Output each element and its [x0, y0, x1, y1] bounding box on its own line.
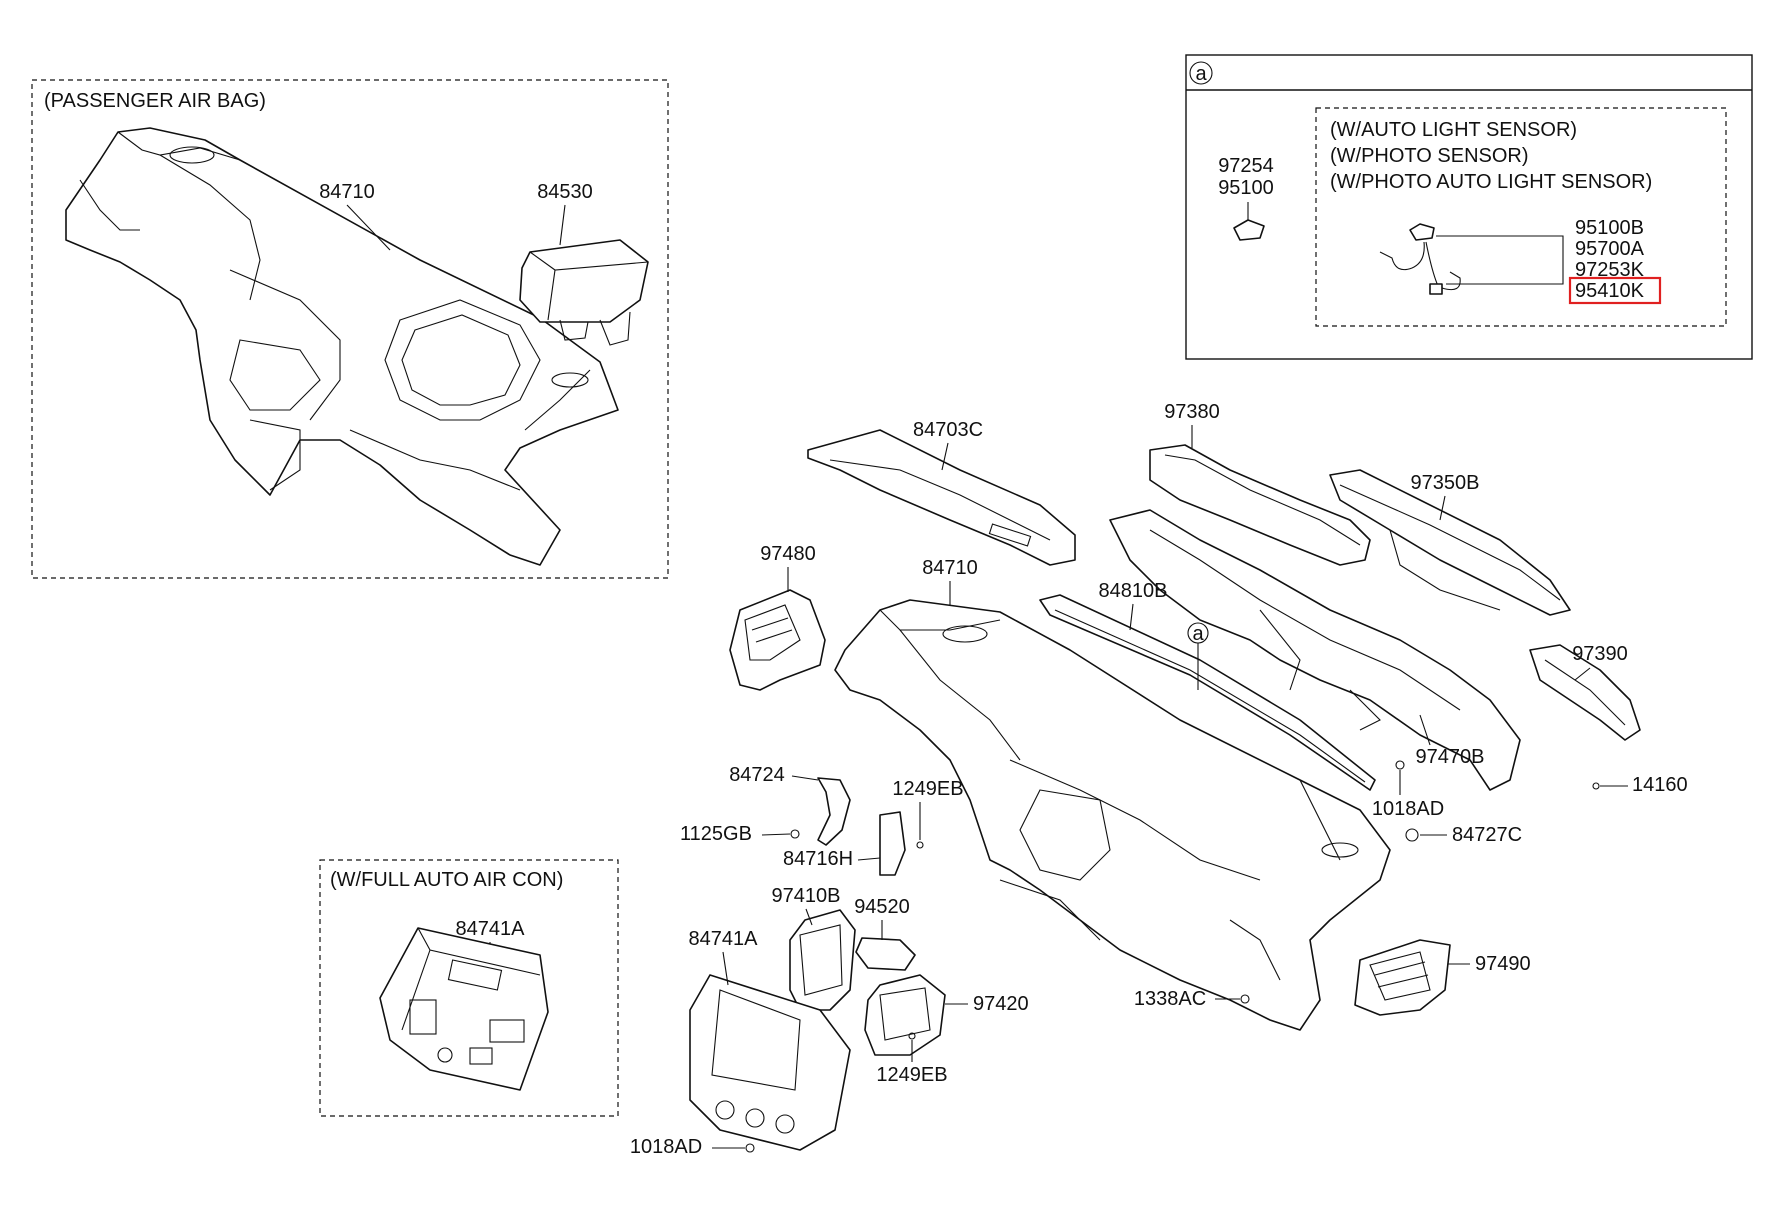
part-84703C: 84703C [913, 419, 983, 441]
passenger-airbag-title: (PASSENGER AIR BAG) [44, 90, 266, 112]
passenger-airbag-group: (PASSENGER AIR BAG) 84710 84530 [31, 79, 669, 579]
full-auto-aircon-group: (W/FULL AUTO AIR CON) 84741A [319, 859, 619, 1117]
part-84741A-aircon: 84741A [456, 918, 526, 940]
part-1338AC: 1338AC [1134, 988, 1206, 1010]
part-84530: 84530 [537, 181, 593, 203]
clock-94520-icon [855, 937, 916, 971]
center-vent-right-icon [864, 974, 946, 1056]
marker-a: a [1192, 623, 1204, 645]
right-vent-icon [1354, 939, 1451, 1016]
note-photo-sensor: (W/PHOTO SENSOR) [1330, 145, 1529, 167]
part-97480: 97480 [760, 543, 816, 565]
part-94520: 94520 [854, 896, 910, 918]
highlight-box-95410K [1568, 276, 1662, 305]
part-97390: 97390 [1572, 643, 1628, 665]
part-84710-main: 84710 [922, 557, 978, 579]
part-84741A-main: 84741A [689, 928, 759, 950]
inset-a-panel: a (W/AUTO LIGHT SENSOR) (W/PHOTO SENSOR)… [1185, 54, 1753, 360]
part-95410K: 95410K [1575, 280, 1645, 302]
part-95100B: 95100B [1575, 217, 1644, 239]
bracket-84724-icon [817, 777, 851, 846]
part-84727C: 84727C [1452, 824, 1522, 846]
part-97410B: 97410B [772, 885, 841, 907]
part-95100: 95100 [1218, 177, 1274, 199]
side-duct-icon [1329, 469, 1571, 616]
light-sensor-icon [1409, 223, 1435, 241]
left-vent-icon [729, 589, 826, 691]
part-84710-airbag: 84710 [319, 181, 375, 203]
center-panel-84741A-icon [689, 974, 851, 1151]
lower-duct-icon [1109, 509, 1521, 791]
part-1018AD-bottom: 1018AD [630, 1136, 702, 1158]
sensor-cover-icon [1233, 219, 1265, 241]
main-exploded-view: 84703C 97380 97350B 97390 97480 [630, 401, 1688, 1158]
part-1249EB-bottom: 1249EB [876, 1064, 947, 1086]
part-84716H: 84716H [783, 848, 853, 870]
part-14160: 14160 [1632, 774, 1688, 796]
part-95700A: 95700A [1575, 238, 1645, 260]
center-duct-icon [1149, 444, 1371, 566]
defroster-panel-icon [807, 429, 1076, 566]
part-97350B: 97350B [1411, 472, 1480, 494]
airbag-module-icon [519, 239, 649, 323]
aircon-panel-icon [379, 927, 549, 1091]
note-auto-light-sensor: (W/AUTO LIGHT SENSOR) [1330, 119, 1577, 141]
full-auto-aircon-title: (W/FULL AUTO AIR CON) [330, 869, 563, 891]
part-1018AD-right: 1018AD [1372, 798, 1444, 820]
part-97253K: 97253K [1575, 259, 1645, 281]
note-photo-auto-light-sensor: (W/PHOTO AUTO LIGHT SENSOR) [1330, 171, 1652, 193]
part-84810B: 84810B [1099, 580, 1168, 602]
trim-84716H-icon [879, 811, 906, 876]
part-1125GB: 1125GB [680, 823, 752, 845]
part-97254: 97254 [1218, 155, 1274, 177]
part-97420: 97420 [973, 993, 1029, 1015]
part-97490: 97490 [1475, 953, 1531, 975]
inset-a-marker: a [1195, 63, 1207, 85]
part-84724: 84724 [729, 764, 785, 786]
part-97470B: 97470B [1416, 746, 1485, 768]
part-1249EB-top: 1249EB [892, 778, 963, 800]
center-vent-left-icon [789, 909, 856, 1011]
dashboard-panel-icon [65, 127, 619, 566]
part-97380: 97380 [1164, 401, 1220, 423]
